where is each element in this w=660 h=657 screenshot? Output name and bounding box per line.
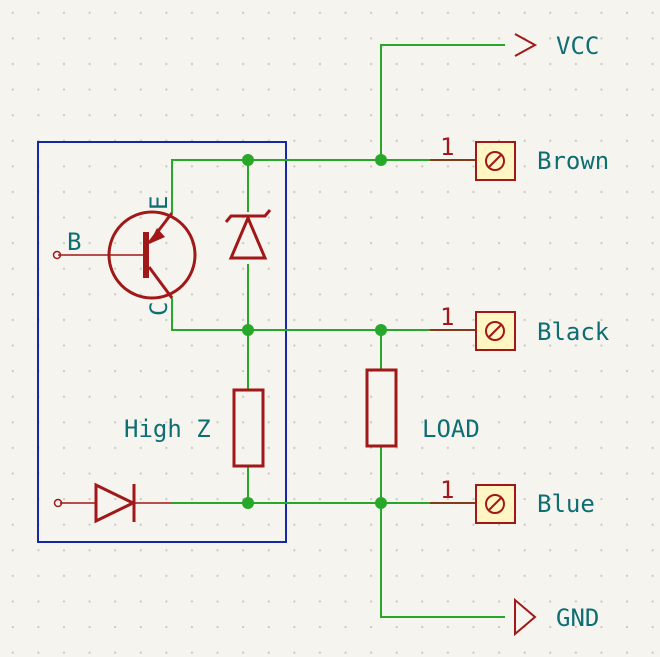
emitter-label: E — [145, 196, 173, 210]
screw-slot — [488, 324, 502, 338]
gnd-label: GND — [556, 604, 599, 632]
diode-input-pin-circle — [53, 498, 63, 508]
terminal-brown — [430, 141, 516, 181]
screw-icon — [485, 321, 505, 341]
input-diode — [53, 482, 172, 524]
pnp-transistor — [52, 210, 197, 300]
pin-number-blue: 1 — [440, 476, 454, 504]
wires — [171, 44, 505, 618]
load-label: LOAD — [422, 415, 480, 443]
high-z-resistor — [232, 388, 265, 468]
collector-label: C — [145, 302, 173, 316]
vcc-label: VCC — [556, 32, 599, 60]
junction-dot — [375, 154, 387, 166]
terminal-black — [430, 311, 516, 351]
brown-label: Brown — [537, 147, 609, 175]
zener-diode — [224, 209, 272, 260]
blue-label: Blue — [537, 490, 595, 518]
wire-load-gnd — [380, 446, 505, 618]
pin-number-black: 1 — [440, 303, 454, 331]
junctions — [242, 154, 387, 509]
vcc-arrow-icon — [514, 33, 538, 57]
gnd-arrow-icon — [514, 597, 537, 637]
black-label: Black — [537, 318, 610, 346]
diode-triangle — [94, 482, 137, 524]
load-resistor — [365, 368, 398, 448]
terminal-blue — [430, 484, 516, 524]
junction-dot — [242, 324, 254, 336]
screw-icon — [485, 151, 505, 171]
base-label: B — [67, 228, 81, 256]
screw-icon — [485, 494, 505, 514]
screw-slot — [488, 497, 502, 511]
junction-dot — [242, 154, 254, 166]
collector-line — [147, 266, 174, 299]
wire-brown — [171, 159, 475, 213]
pin-number-brown: 1 — [440, 133, 454, 161]
zener-triangle — [228, 214, 268, 260]
sensor-enclosure-box — [37, 141, 287, 543]
high-z-label: High Z — [124, 415, 211, 443]
junction-dot — [375, 324, 387, 336]
zener-bar — [224, 209, 272, 223]
junction-dot — [242, 497, 254, 509]
emitter-arrow — [149, 228, 165, 244]
screw-slot — [488, 154, 502, 168]
wire-black — [171, 298, 475, 331]
junction-dot — [375, 497, 387, 509]
base-pin-circle — [52, 250, 62, 260]
wire-vcc — [380, 44, 505, 160]
terminal-body — [475, 484, 516, 524]
